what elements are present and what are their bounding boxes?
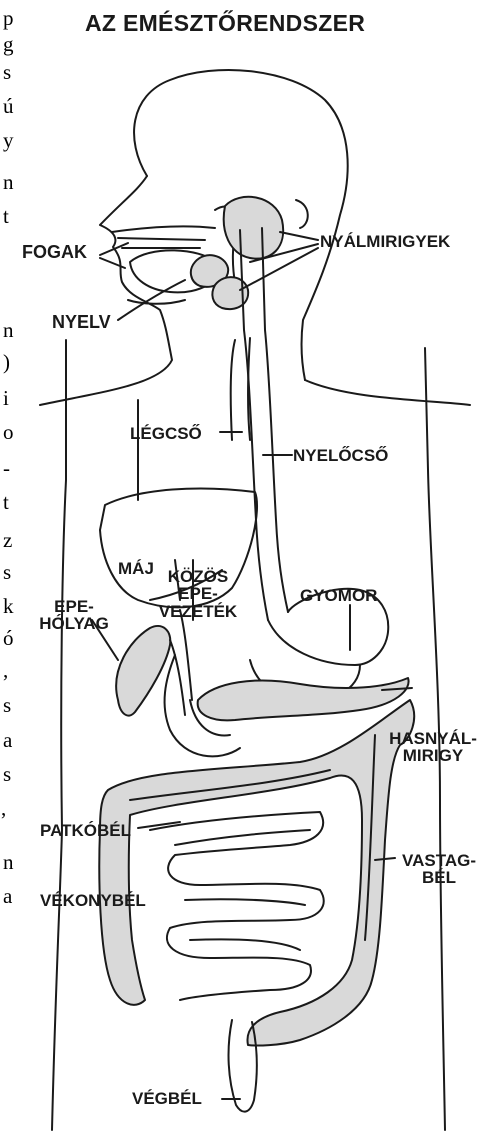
label-hasnyal-line1: HASNYÁL-	[378, 730, 488, 747]
torso-left-line	[52, 340, 66, 1130]
margin-fragment: )	[3, 352, 10, 373]
margin-fragment: ú	[3, 96, 14, 117]
label-vastagbel: VASTAG- BÉL	[395, 852, 483, 887]
label-vastag-line2: BÉL	[395, 869, 483, 886]
margin-fragment: p	[3, 8, 14, 29]
margin-fragment: s	[3, 764, 11, 785]
margin-fragment: i	[3, 388, 9, 409]
margin-fragment: ,	[3, 660, 8, 681]
gallbladder	[116, 626, 170, 716]
teeth-lower	[128, 300, 185, 304]
label-fogak: FOGAK	[22, 243, 87, 261]
label-patkobel: PATKÓBÉL	[40, 822, 131, 839]
label-kozos-line3: VEZETÉK	[148, 603, 248, 620]
label-legcso: LÉGCSŐ	[130, 425, 202, 442]
margin-fragment: t	[3, 206, 9, 227]
label-kozos-line1: KÖZÖS	[148, 568, 248, 585]
label-epeholyag-line1: EPE-	[34, 598, 114, 615]
teeth-upper	[118, 238, 205, 248]
margin-fragment: ó	[3, 628, 14, 649]
label-kozos-line2: EPE-	[148, 585, 248, 602]
label-nyelocso: NYELŐCSŐ	[293, 447, 388, 464]
small-intestine	[150, 812, 324, 1000]
margin-fragment: n	[3, 172, 14, 193]
shoulder-right	[305, 380, 470, 405]
margin-fragment: ,	[1, 798, 6, 819]
label-hasnyal-line2: MIRIGY	[378, 747, 488, 764]
margin-fragment: o	[3, 422, 14, 443]
margin-fragment: a	[3, 886, 12, 907]
margin-fragment: s	[3, 695, 11, 716]
label-vekonybel: VÉKONYBÉL	[40, 892, 146, 909]
label-hasnyalmirigy: HASNYÁL- MIRIGY	[378, 730, 488, 765]
margin-fragment: k	[3, 596, 14, 617]
label-vegbel: VÉGBÉL	[132, 1090, 202, 1107]
margin-fragment: g	[3, 34, 14, 55]
colon	[99, 700, 414, 1045]
upper-jaw	[112, 226, 215, 232]
label-vastag-line1: VASTAG-	[395, 852, 483, 869]
margin-fragment: s	[3, 562, 11, 583]
margin-fragment: t	[3, 492, 9, 513]
margin-fragment: n	[3, 852, 14, 873]
label-gyomor: GYOMOR	[300, 587, 377, 604]
label-nyalmirigyek: NYÁLMIRIGYEK	[320, 233, 450, 250]
margin-fragment: y	[3, 130, 14, 151]
margin-fragment: z	[3, 530, 12, 551]
ear-detail	[296, 200, 308, 228]
margin-fragment: -	[3, 458, 10, 479]
diagram-title: AZ EMÉSZTŐRENDSZER	[85, 12, 365, 35]
label-nyelv: NYELV	[52, 313, 111, 331]
margin-fragment: n	[3, 320, 14, 341]
margin-fragment: s	[3, 62, 11, 83]
pancreas	[198, 678, 409, 720]
margin-fragment: a	[3, 730, 12, 751]
label-epeholyag-line2: HÓLYAG	[34, 615, 114, 632]
face-profile	[40, 176, 172, 405]
label-kozos-epevezetek: KÖZÖS EPE- VEZETÉK	[148, 568, 248, 620]
label-epeholyag: EPE- HÓLYAG	[34, 598, 114, 633]
